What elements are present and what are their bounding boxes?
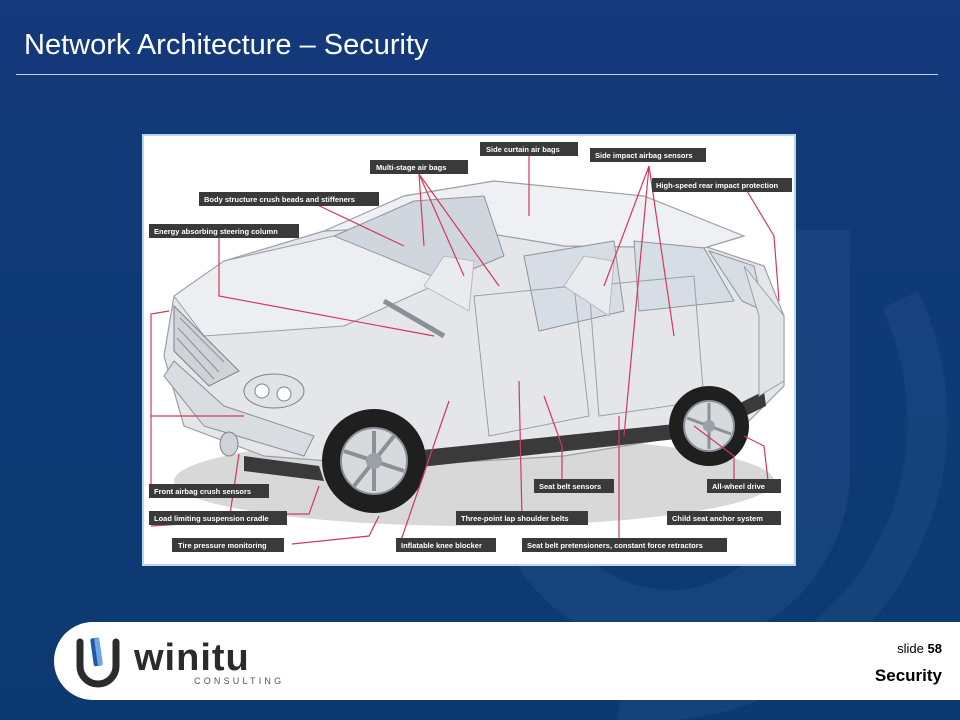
callout-seat-sensors: Seat belt sensors bbox=[534, 479, 614, 493]
svg-text:Body structure crush beads and: Body structure crush beads and stiffener… bbox=[204, 195, 355, 204]
callout-front-crush: Front airbag crush sensors bbox=[149, 484, 269, 498]
callout-side-curtain: Side curtain air bags bbox=[480, 142, 578, 156]
logo-brand: winitu bbox=[133, 637, 250, 679]
leader-lines bbox=[150, 154, 780, 547]
callout-tire: Tire pressure monitoring bbox=[172, 538, 284, 552]
callout-suspension: Load limiting suspension cradle bbox=[149, 511, 287, 525]
figure-frame: Multi-stage air bags Side curtain air ba… bbox=[142, 134, 796, 566]
callout-awd: All-wheel drive bbox=[707, 479, 781, 493]
svg-text:Energy absorbing steering colu: Energy absorbing steering column bbox=[154, 227, 278, 236]
svg-text:Load limiting suspension cradl: Load limiting suspension cradle bbox=[154, 514, 269, 523]
callout-three-point: Three-point lap shoulder belts bbox=[456, 511, 588, 525]
suv-cutaway-illustration: Multi-stage air bags Side curtain air ba… bbox=[144, 136, 794, 564]
callout-pretensioners: Seat belt pretensioners, constant force … bbox=[522, 538, 727, 552]
svg-text:Child seat anchor system: Child seat anchor system bbox=[672, 514, 763, 523]
winitu-logo-icon: winitu CONSULTING bbox=[76, 637, 284, 688]
callout-steering: Energy absorbing steering column bbox=[149, 224, 299, 238]
svg-text:Front airbag crush sensors: Front airbag crush sensors bbox=[154, 487, 251, 496]
svg-text:High-speed rear impact protect: High-speed rear impact protection bbox=[656, 181, 779, 190]
title-divider bbox=[16, 74, 938, 75]
svg-text:Seat belt pretensioners, const: Seat belt pretensioners, constant force … bbox=[527, 541, 703, 550]
svg-text:Tire pressure monitoring: Tire pressure monitoring bbox=[178, 541, 267, 550]
slide-number: slide 58 bbox=[897, 641, 942, 656]
rear-wheel bbox=[669, 386, 749, 466]
svg-text:Three-point lap shoulder belts: Three-point lap shoulder belts bbox=[461, 514, 569, 523]
footer-bar bbox=[54, 622, 960, 700]
page-title: Network Architecture – Security bbox=[24, 29, 429, 61]
svg-text:Seat belt sensors: Seat belt sensors bbox=[539, 482, 601, 491]
logo-mark bbox=[76, 637, 120, 688]
svg-text:Side curtain air bags: Side curtain air bags bbox=[486, 145, 560, 154]
svg-text:Multi-stage air bags: Multi-stage air bags bbox=[376, 163, 446, 172]
svg-text:All-wheel drive: All-wheel drive bbox=[712, 482, 765, 491]
callout-body-structure: Body structure crush beads and stiffener… bbox=[199, 192, 379, 206]
svg-text:Inflatable knee blocker: Inflatable knee blocker bbox=[401, 541, 482, 550]
section-name: Security bbox=[874, 666, 942, 685]
callout-child-seat: Child seat anchor system bbox=[667, 511, 781, 525]
svg-text:Side impact airbag sensors: Side impact airbag sensors bbox=[595, 151, 693, 160]
callout-rear-impact: High-speed rear impact protection bbox=[652, 178, 792, 192]
slide-number-value: 58 bbox=[927, 641, 942, 656]
callout-multi-stage: Multi-stage air bags bbox=[370, 160, 468, 174]
slide-word: slide bbox=[897, 641, 924, 656]
callout-knee: Inflatable knee blocker bbox=[396, 538, 496, 552]
front-wheel bbox=[322, 409, 426, 513]
logo-tagline: CONSULTING bbox=[194, 676, 284, 686]
callout-side-impact: Side impact airbag sensors bbox=[590, 148, 706, 162]
